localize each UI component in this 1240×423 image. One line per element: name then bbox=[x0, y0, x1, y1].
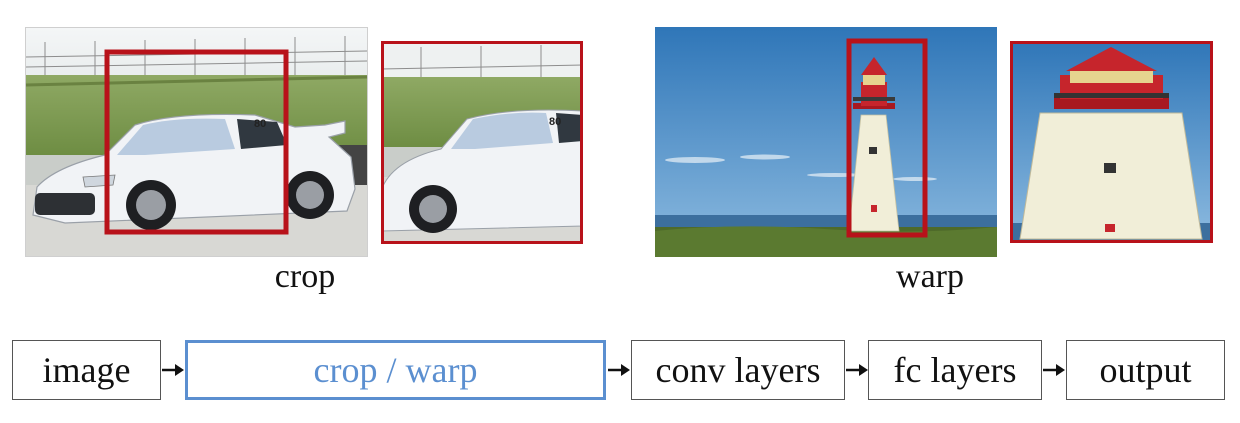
car-cropped-image: 80 bbox=[381, 41, 583, 244]
image-step-box: image bbox=[12, 340, 161, 400]
conv-layers-step-box: conv layers bbox=[631, 340, 845, 400]
svg-text:80: 80 bbox=[549, 116, 561, 128]
crop-warp-step-box: crop / warp bbox=[185, 340, 606, 400]
fc-layers-step-box: fc layers bbox=[868, 340, 1042, 400]
output-step-label: output bbox=[1099, 350, 1192, 390]
fc-layers-step-label: fc layers bbox=[893, 350, 1017, 390]
arrow-right-icon bbox=[1043, 364, 1065, 376]
car-original-image: 80 bbox=[25, 27, 368, 257]
conv-layers-step-label: conv layers bbox=[655, 350, 821, 390]
image-step-label: image bbox=[42, 350, 131, 390]
warp-caption: warp bbox=[896, 258, 964, 295]
output-step-box: output bbox=[1066, 340, 1225, 400]
lighthouse-original-image bbox=[655, 27, 997, 257]
crop-warp-step-label: crop / warp bbox=[313, 350, 478, 390]
arrow-right-icon bbox=[608, 364, 630, 376]
arrow-right-icon bbox=[846, 364, 868, 376]
arrow-right-icon bbox=[162, 364, 184, 376]
lighthouse-warped-image bbox=[1010, 41, 1213, 243]
svg-text:80: 80 bbox=[254, 118, 266, 130]
crop-caption: crop bbox=[274, 258, 336, 295]
